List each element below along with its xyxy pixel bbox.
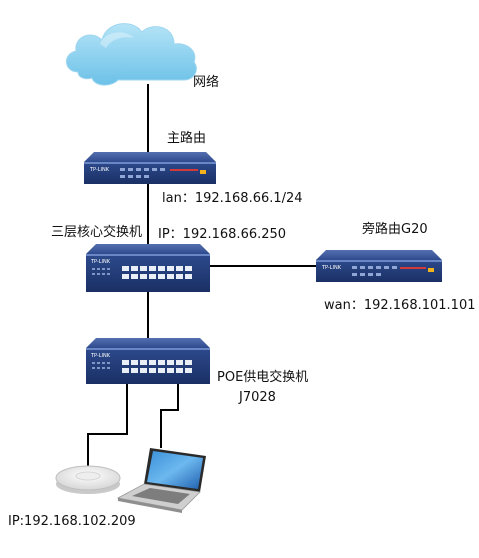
link-poe-switch-ap (87, 380, 128, 468)
poe-switch-icon: TP-LINK (86, 338, 210, 384)
internet-label: 网络 (193, 75, 220, 90)
poe-switch-label: POE供电交换机 (217, 370, 309, 385)
bypass-router-label: 旁路由G20 (362, 222, 428, 237)
cloud-icon (66, 23, 197, 86)
bypass-router-icon: TP-LINK (316, 250, 442, 282)
svg-text:TP-LINK: TP-LINK (89, 167, 110, 173)
svg-text:TP-LINK: TP-LINK (90, 353, 111, 359)
core-switch-ip-label: IP：192.168.66.250 (158, 227, 287, 242)
link-poe-switch-laptop (160, 380, 179, 448)
main-router-icon: TP-LINK (84, 152, 216, 184)
access-point-icon (55, 465, 121, 494)
core-switch-icon: TP-LINK (86, 244, 210, 292)
poe-switch-model-label: J7028 (239, 390, 276, 405)
access-point-ip-label: IP:192.168.102.209 (8, 514, 136, 529)
main-router-lan-label: lan：192.168.66.1/24 (162, 191, 303, 206)
connection-lines (87, 84, 316, 468)
svg-text:TP-LINK: TP-LINK (90, 259, 111, 265)
main-router-label: 主路由 (167, 131, 207, 146)
laptop-icon (116, 448, 206, 513)
core-switch-label: 三层核心交换机 (51, 225, 143, 240)
bypass-router-wan-label: wan：192.168.101.101 (324, 298, 476, 313)
svg-text:TP-LINK: TP-LINK (321, 265, 342, 271)
